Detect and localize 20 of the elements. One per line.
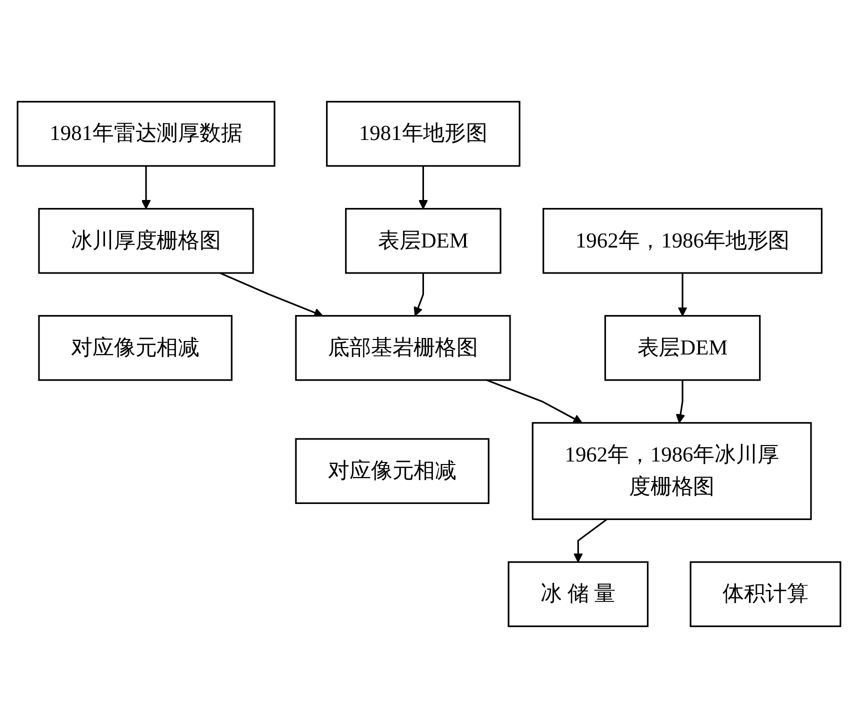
node-box: 冰川厚度栅格图 bbox=[38, 207, 254, 274]
node-box: 1981年地形图 bbox=[326, 100, 520, 166]
arrow bbox=[220, 272, 324, 317]
arrow bbox=[141, 165, 151, 209]
arrow bbox=[678, 272, 688, 316]
node-box: 1962年，1986年地形图 bbox=[542, 207, 822, 274]
node-box: 对应像元相减 bbox=[38, 314, 232, 380]
node-box: 对应像元相减 bbox=[295, 438, 490, 504]
node-box: 底部基岩栅格图 bbox=[295, 314, 511, 380]
arrow bbox=[573, 518, 608, 562]
arrow bbox=[418, 165, 428, 209]
node-box: 冰 储 量 bbox=[508, 560, 649, 627]
arrow bbox=[486, 378, 582, 423]
node-box: 1962年，1986年冰川厚度栅格图 bbox=[532, 422, 812, 520]
node-box: 1981年雷达测厚数据 bbox=[16, 100, 276, 166]
arrow bbox=[676, 380, 686, 423]
node-box: 表层DEM bbox=[604, 314, 761, 380]
node-box: 体积计算 bbox=[690, 560, 842, 627]
arrow bbox=[414, 272, 424, 316]
node-box: 表层DEM bbox=[345, 207, 502, 274]
